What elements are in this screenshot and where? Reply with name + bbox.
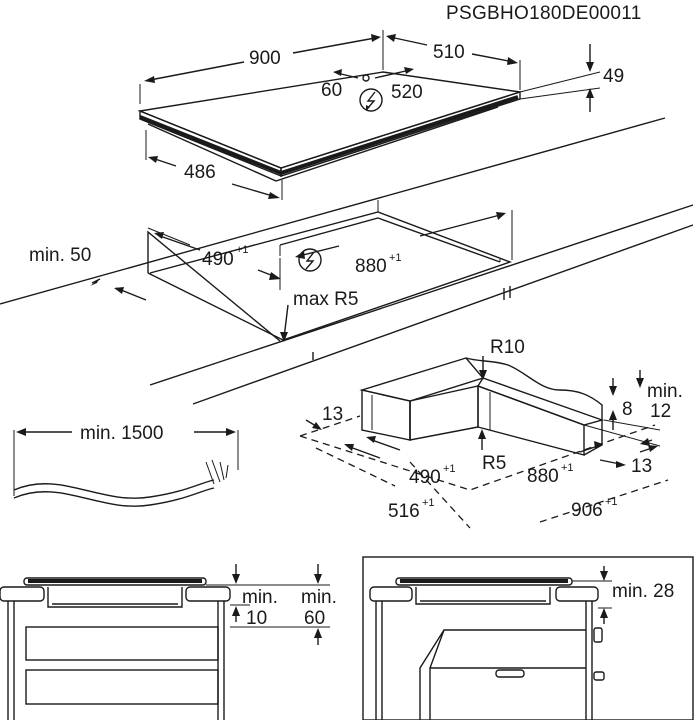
frame-outer-depth: 516: [388, 501, 420, 522]
drawing-code: PSGBHO180DE00011: [446, 3, 642, 24]
cutout-depth-label: 490: [202, 249, 234, 270]
frame-outer-depth-tol: +1: [422, 497, 435, 509]
hob-depth-label: 510: [433, 42, 465, 63]
section-left-min-a-label: min.: [242, 587, 278, 608]
frame-outer-width-tol: +1: [605, 496, 618, 508]
cutout-width-label: 880: [355, 256, 387, 277]
cutout-min-edge-label: min. 50: [29, 245, 91, 266]
frame-corner-r-inner: R5: [482, 453, 506, 474]
section-drawer-cabinet: [0, 564, 330, 720]
frame-inner-depth: 490: [409, 467, 441, 488]
cutout-power-icon: [298, 248, 322, 272]
cutout-width-tol: +1: [389, 252, 402, 264]
frame-thickness-label: 8: [622, 399, 633, 420]
section-left-min-b-value: 60: [304, 608, 325, 629]
frame-min-value: 12: [650, 401, 671, 422]
frame-detail-drawing: [299, 356, 669, 529]
frame-min-label: min.: [647, 381, 683, 402]
supply-cable-drawing: [13, 428, 239, 507]
hob-drawing: [137, 30, 601, 200]
cutout-depth-tol: +1: [236, 244, 249, 256]
section-oven-cabinet: [362, 556, 694, 720]
frame-inner-depth-tol: +1: [443, 463, 456, 475]
hob-width-label: 900: [249, 48, 281, 69]
frame-side-offset-left: 13: [322, 404, 343, 425]
section-left-min-b-label: min.: [301, 587, 337, 608]
power-connection-icon: [359, 88, 383, 112]
hob-height-label: 49: [603, 66, 624, 87]
worktop-cutout-drawing: [0, 117, 694, 405]
cable-offset-left-label: 60: [321, 80, 342, 101]
hob-frame-depth-label: 486: [184, 162, 216, 183]
section-left-min-a-value: 10: [246, 608, 267, 629]
frame-corner-r-outer: R10: [490, 337, 525, 358]
cutout-corner-radius-label: max R5: [293, 289, 358, 310]
frame-side-offset-right: 13: [631, 456, 652, 477]
cable-offset-right-label: 520: [391, 82, 423, 103]
section-right-min-label: min. 28: [612, 581, 674, 602]
cable-length-label: min. 1500: [80, 423, 163, 444]
frame-inner-width-tol: +1: [561, 462, 574, 474]
frame-outer-width: 906: [571, 500, 603, 521]
frame-inner-width: 880: [527, 466, 559, 487]
